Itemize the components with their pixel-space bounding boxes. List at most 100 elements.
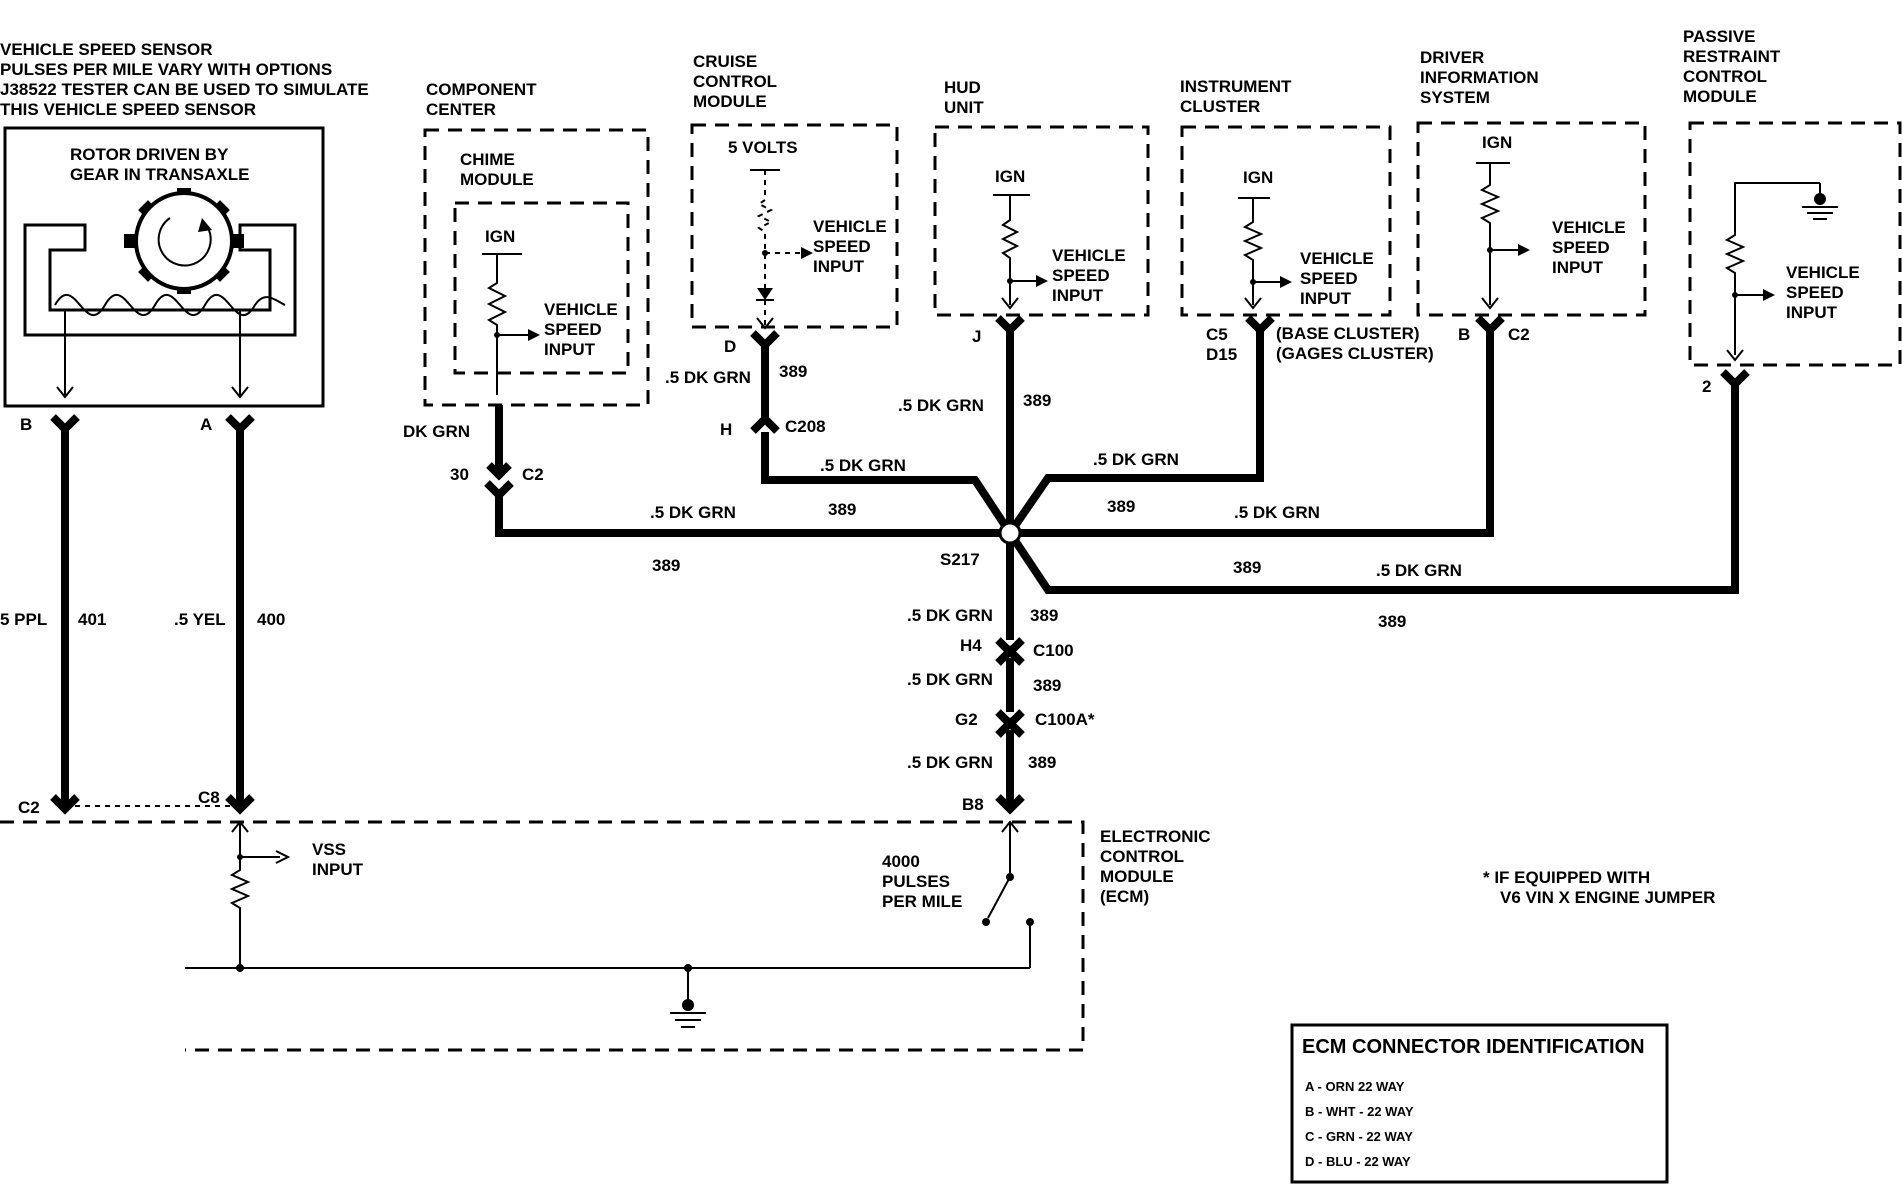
ecm-vss-label-1: VSS <box>312 840 346 859</box>
trunk-b8: B8 <box>962 795 984 814</box>
prcm-input-3: INPUT <box>1786 303 1838 322</box>
wire-dis-to-splice <box>1010 330 1494 537</box>
trunk-c100a: C100A* <box>1035 710 1095 729</box>
chime-input-2: SPEED <box>544 320 602 339</box>
dis-ign: IGN <box>1482 133 1512 152</box>
cruise-volts: 5 VOLTS <box>728 138 798 157</box>
trunk-c100: C100 <box>1033 641 1074 660</box>
rotor-label-line-2: GEAR IN TRANSAXLE <box>70 165 249 184</box>
wire-prcm-to-splice <box>1006 384 1739 594</box>
ecm-connector-row-b: B - WHT - 22 WAY <box>1305 1104 1414 1119</box>
splice-prcm-circuit-top: 389 <box>1233 558 1261 577</box>
cruise-wire-circuit: 389 <box>779 362 807 381</box>
prcm-input-arrow-icon <box>1763 289 1775 301</box>
wire-401-color: 5 PPL <box>0 610 47 629</box>
trunk-g2: G2 <box>955 710 978 729</box>
ecm-connector-c8: C8 <box>198 788 220 807</box>
cruise-diode-icon <box>757 288 773 300</box>
wire-400-circuit: 400 <box>257 610 285 629</box>
chime-wire-color: DK GRN <box>403 422 470 441</box>
ecm-connector-identification: ECM CONNECTOR IDENTIFICATION A - ORN 22 … <box>1290 1023 1669 1184</box>
splice-cluster-color: .5 DK GRN <box>1093 450 1179 469</box>
cruise-title-2: CONTROL <box>693 72 777 91</box>
electronic-control-module: ELECTRONIC CONTROL MODULE (ECM) VSS INPU… <box>0 820 1211 1052</box>
prcm-ground-icon <box>1802 183 1838 220</box>
sensor-pin-a: A <box>200 415 212 434</box>
ecm-vss-arrow-icon <box>275 850 291 864</box>
hud-input-3: INPUT <box>1052 286 1104 305</box>
prcm-title-4: MODULE <box>1683 87 1757 106</box>
ecm-title-2: CONTROL <box>1100 847 1184 866</box>
hud-ign: IGN <box>995 167 1025 186</box>
ecm-title-3: MODULE <box>1100 867 1174 886</box>
dis-connector-label: C2 <box>1508 325 1530 344</box>
hud-title-1: HUD <box>944 78 981 97</box>
trunk-seg2-circuit: 389 <box>1033 676 1061 695</box>
prcm-pin: 2 <box>1702 377 1711 396</box>
ecm-connector-title: ECM CONNECTOR IDENTIFICATION <box>1302 1036 1645 1058</box>
prcm-resistor <box>1724 182 1820 355</box>
cluster-input-1: VEHICLE <box>1300 249 1374 268</box>
cluster-ign: IGN <box>1243 168 1273 187</box>
cruise-connector-h <box>750 413 780 434</box>
dis-input-3: INPUT <box>1552 258 1604 277</box>
dis-title-2: INFORMATION <box>1420 68 1539 87</box>
ecm-connector-row-d: D - BLU - 22 WAY <box>1305 1154 1411 1169</box>
connector-c100-lower <box>995 645 1025 666</box>
trunk-seg3-color: .5 DK GRN <box>907 753 993 772</box>
ecm-connector-c2-arrow <box>50 794 80 815</box>
prcm-title-3: CONTROL <box>1683 67 1767 86</box>
footnote-line-2: V6 VIN X ENGINE JUMPER <box>1500 888 1715 907</box>
footnote: * IF EQUIPPED WITH V6 VIN X ENGINE JUMPE… <box>1483 868 1715 907</box>
cruise-wire-color: .5 DK GRN <box>665 368 751 387</box>
prcm-connector <box>1720 369 1750 390</box>
splice-name: S217 <box>940 550 980 569</box>
component-center: COMPONENT CENTER CHIME MODULE IGN VEHICL… <box>403 80 650 501</box>
trunk-h4: H4 <box>960 636 982 655</box>
trunk-connectors: .5 DK GRN 389 H4 C100 .5 DK GRN 389 G2 C… <box>907 606 1095 815</box>
ecm-connector-c2: C2 <box>18 798 40 817</box>
wire-cruise-to-splice <box>761 432 1014 536</box>
driver-information-system: DRIVER INFORMATION SYSTEM IGN VEHICLE SP… <box>1416 48 1647 344</box>
splice-left-color: .5 DK GRN <box>650 503 736 522</box>
footnote-line-1: * IF EQUIPPED WITH <box>1483 868 1650 887</box>
dis-connector <box>1475 315 1505 336</box>
splice-prcm-color: .5 DK GRN <box>1376 561 1462 580</box>
prcm-input-1: VEHICLE <box>1786 263 1860 282</box>
passive-restraint-control-module: PASSIVE RESTRAINT CONTROL MODULE VEHICLE… <box>1683 27 1902 396</box>
cluster-resistor <box>1242 198 1264 305</box>
chime-input-arrow-icon <box>528 329 540 341</box>
prcm-input-2: SPEED <box>1786 283 1844 302</box>
prcm-title-2: RESTRAINT <box>1683 47 1781 66</box>
hud-box <box>933 125 1150 317</box>
trunk-seg3-circuit: 389 <box>1028 753 1056 772</box>
cruise-title-3: MODULE <box>693 92 767 111</box>
splice-right-color: .5 DK GRN <box>1234 503 1320 522</box>
chime-pin: 30 <box>450 465 469 484</box>
cruise-input-1: VEHICLE <box>813 217 887 236</box>
cluster-input-3: INPUT <box>1300 289 1352 308</box>
splice-s217: S217 .5 DK GRN .5 DK GRN 389 .5 DK GRN 3… <box>650 450 1462 631</box>
chime-connector: C2 <box>522 465 544 484</box>
sensor-pin-b: B <box>20 415 32 434</box>
dis-input-1: VEHICLE <box>1552 218 1626 237</box>
component-center-box <box>423 128 650 407</box>
dis-box <box>1416 121 1647 317</box>
ecm-ground-icon <box>670 968 706 1028</box>
cluster-gages-note: (GAGES CLUSTER) <box>1276 344 1434 363</box>
sensor-lead-b-arrow <box>56 386 74 399</box>
prcm-pin-arrow <box>1726 349 1744 362</box>
sensor-lead-a-arrow <box>231 386 249 399</box>
cluster-pin-arrow <box>1244 297 1262 310</box>
dis-title-1: DRIVER <box>1420 48 1484 67</box>
ecm-switch-pivot <box>982 918 990 926</box>
cruise-input-3: INPUT <box>813 257 865 276</box>
instrument-cluster: INSTRUMENT CLUSTER IGN VEHICLE SPEED INP… <box>1180 77 1434 364</box>
splice-cruise-color: .5 DK GRN <box>820 456 906 475</box>
cruise-title-1: CRUISE <box>693 52 757 71</box>
chime-connector-upper <box>486 462 512 481</box>
component-center-title-2: CENTER <box>426 100 496 119</box>
cruise-input-2: SPEED <box>813 237 871 256</box>
ecm-box <box>0 820 1085 1052</box>
hud-input-arrow-icon <box>1036 275 1048 287</box>
